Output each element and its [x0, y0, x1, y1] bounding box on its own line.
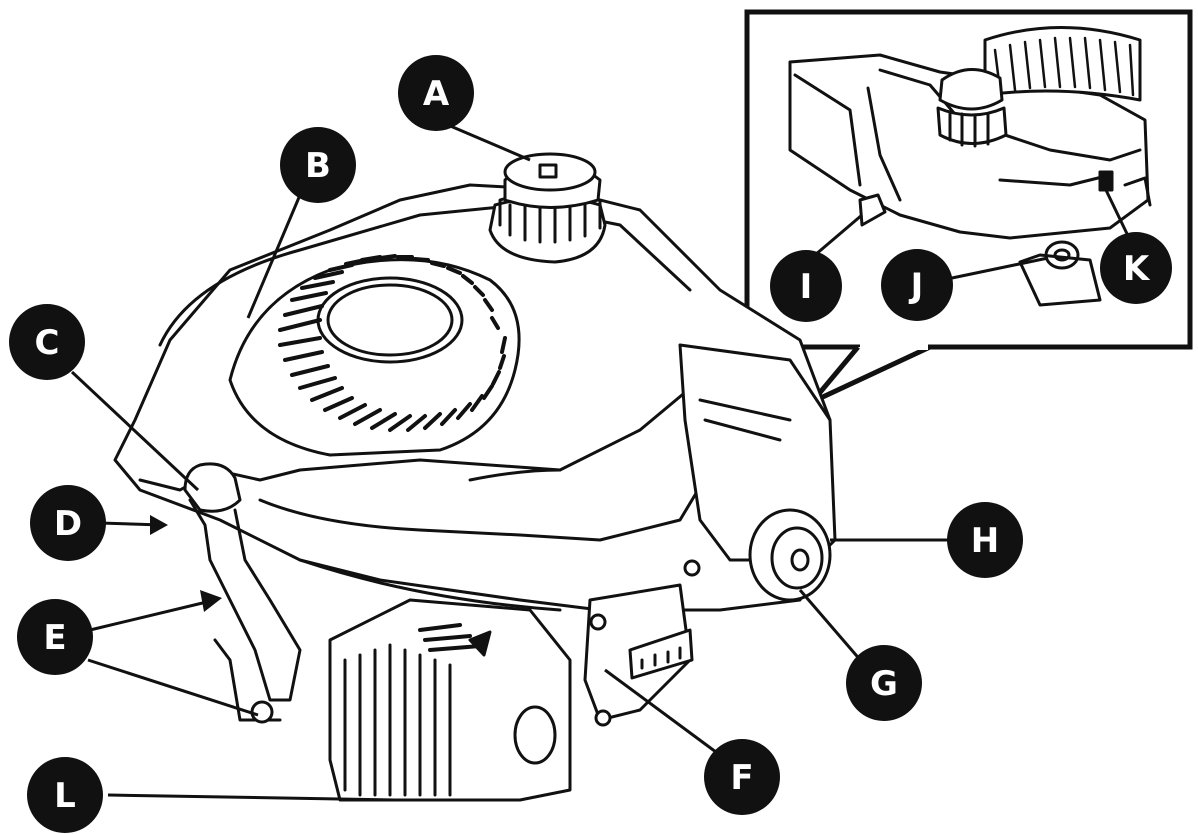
engine-illustration — [113, 152, 837, 802]
callout-g-label: G — [870, 664, 898, 704]
leader-k — [1103, 187, 1132, 241]
callout-g: G — [846, 645, 922, 721]
leader-e2 — [87, 658, 259, 717]
callout-h-label: H — [971, 521, 999, 561]
recoil-starter-vent — [228, 254, 521, 457]
leader-b — [246, 194, 302, 319]
callout-c: C — [9, 304, 85, 380]
callout-a-label: A — [423, 74, 450, 114]
oil-dipstick-tube — [183, 462, 302, 724]
leader-c — [70, 370, 200, 492]
callout-k: K — [1100, 232, 1172, 304]
leader-e1-arrow — [200, 590, 222, 612]
leader-f — [604, 668, 721, 757]
callout-l: L — [27, 757, 103, 833]
callout-j-label: J — [909, 266, 924, 306]
ignition-coil — [583, 559, 701, 727]
callout-i: I — [770, 250, 842, 322]
leader-j — [951, 256, 1049, 280]
leader-l — [107, 793, 396, 802]
muffler — [328, 598, 572, 802]
callout-c-label: C — [35, 323, 60, 363]
leader-e1 — [89, 598, 216, 632]
callouts: A B C D E F G H — [9, 55, 1172, 833]
inset-detail-view — [744, 9, 1193, 405]
callout-d: D — [30, 485, 106, 561]
leader-a — [447, 123, 531, 162]
callout-e: E — [17, 599, 93, 675]
callout-j: J — [881, 249, 953, 321]
inset-fuel-tank — [788, 26, 1152, 307]
callout-d-label: D — [54, 504, 82, 544]
leader-i — [814, 213, 863, 257]
callout-h: H — [947, 502, 1023, 578]
leader-d-arrow — [150, 515, 168, 535]
fuel-cap — [488, 152, 607, 264]
callout-i-label: I — [800, 267, 813, 307]
leader-g — [798, 589, 864, 663]
callout-f: F — [704, 739, 780, 815]
callout-b-label: B — [305, 146, 331, 186]
callout-k-label: K — [1123, 249, 1151, 289]
inset-pointer — [810, 344, 932, 405]
callout-f-label: F — [730, 758, 753, 798]
callout-a: A — [398, 55, 474, 131]
leader-lines — [70, 123, 1132, 802]
air-filter-cover — [678, 343, 837, 602]
callout-b: B — [280, 127, 356, 203]
callout-e-label: E — [43, 618, 66, 658]
callout-l-label: L — [54, 776, 76, 816]
